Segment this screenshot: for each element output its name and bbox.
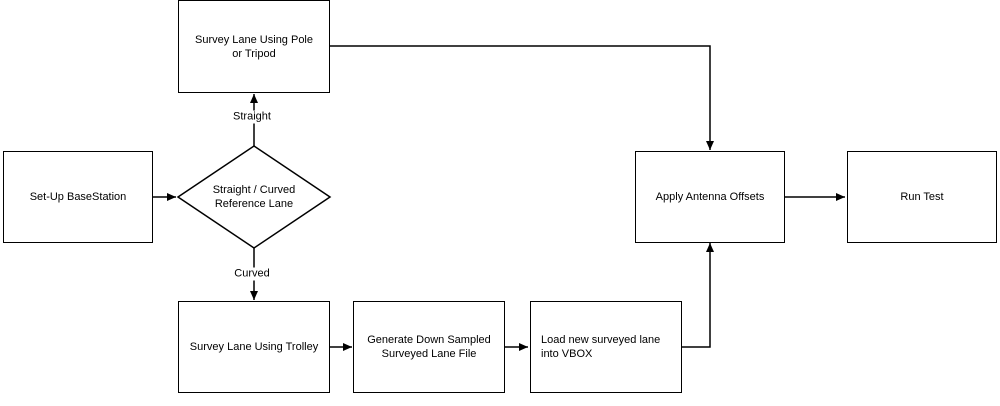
generate-file-box: Generate Down Sampled Surveyed Lane File — [353, 301, 505, 393]
survey-pole-box: Survey Lane Using Pole or Tripod — [178, 0, 330, 93]
setup-basestation-box: Set-Up BaseStation — [3, 151, 153, 243]
load-vbox-label-line1: Load new surveyed lane — [541, 334, 661, 346]
run-test-label: Run Test — [900, 191, 944, 203]
survey-pole-label-line2: or Tripod — [232, 47, 276, 60]
setup-basestation-label: Set-Up BaseStation — [29, 191, 127, 203]
decision-label-line1: Straight / Curved — [212, 184, 296, 196]
generate-file-label-line1: Generate Down Sampled — [367, 334, 491, 346]
edge-pole-to-antenna — [330, 45, 714, 150]
decision-text: Straight / Curved Reference Lane — [190, 177, 318, 217]
edge-load-to-antenna — [682, 243, 714, 348]
decision-label-line2: Reference Lane — [214, 198, 294, 210]
run-test-box: Run Test — [847, 151, 997, 243]
survey-pole-label-line1: Survey Lane Using Pole — [194, 33, 313, 46]
straight-edge-label: Straight — [232, 110, 272, 124]
load-vbox-label-line2: into VBOX — [541, 348, 593, 360]
generate-file-label-line2: Surveyed Lane File — [381, 348, 477, 360]
apply-antenna-box: Apply Antenna Offsets — [635, 151, 785, 243]
load-vbox-box: Load new surveyed lane into VBOX — [530, 301, 682, 393]
curved-edge-label: Curved — [233, 267, 271, 281]
apply-antenna-label: Apply Antenna Offsets — [655, 191, 765, 203]
survey-trolley-box: Survey Lane Using Trolley — [178, 301, 330, 393]
survey-trolley-label: Survey Lane Using Trolley — [189, 341, 319, 353]
